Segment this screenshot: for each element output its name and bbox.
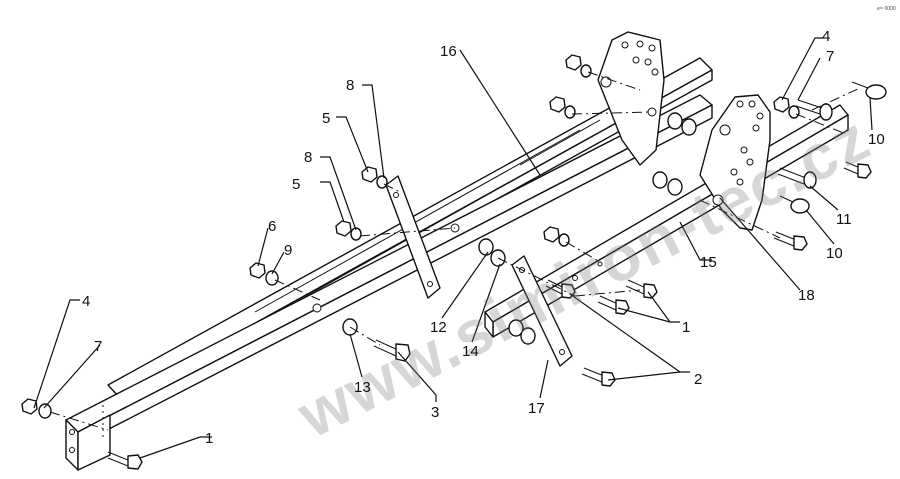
label-part-8: 8 [304,149,312,166]
bolt-right-lower [773,231,808,251]
nuts-and-washers [21,54,800,419]
bushings [312,107,697,345]
bolt-lower-left [107,451,143,470]
pin-11 [777,167,817,189]
label-part-9: 9 [284,242,292,259]
label-part-7: 7 [94,338,102,355]
label-part-6: 6 [268,218,276,235]
spring-pins-10 [779,81,887,214]
label-part-8: 8 [346,77,354,94]
assembly-axes [49,71,861,431]
label-part-1: 1 [205,430,213,447]
label-part-3: 3 [431,404,439,421]
part-labels: 1 1 2 3 4 4 5 5 6 7 7 8 8 9 10 10 11 12 … [82,28,885,447]
label-part-2: 2 [694,371,702,388]
label-part-11: 11 [836,211,852,228]
bolt-right-upper [843,161,872,179]
label-part-5: 5 [292,176,300,193]
label-part-17: 17 [528,400,545,417]
label-part-4: 4 [82,293,90,310]
label-part-1: 1 [682,319,690,336]
label-part-15: 15 [700,254,717,271]
label-part-5: 5 [322,110,330,127]
label-part-4: 4 [822,28,830,45]
label-part-7: 7 [826,48,834,65]
corner-code: e³¹ 0000 [877,6,896,12]
leader-lines [33,37,873,459]
bracket-18 [597,31,771,231]
label-part-12: 12 [430,319,447,336]
spacer-plate-17 [511,255,573,367]
label-part-18: 18 [798,287,815,304]
label-part-14: 14 [462,343,479,360]
label-part-10: 10 [868,131,885,148]
label-part-10: 10 [826,245,843,262]
mid-plate-8 [385,175,441,299]
bolt-2b [581,367,616,387]
label-part-13: 13 [354,379,371,396]
bolt-3 [373,339,411,362]
label-part-16: 16 [440,43,457,60]
lower-beam [65,94,713,471]
